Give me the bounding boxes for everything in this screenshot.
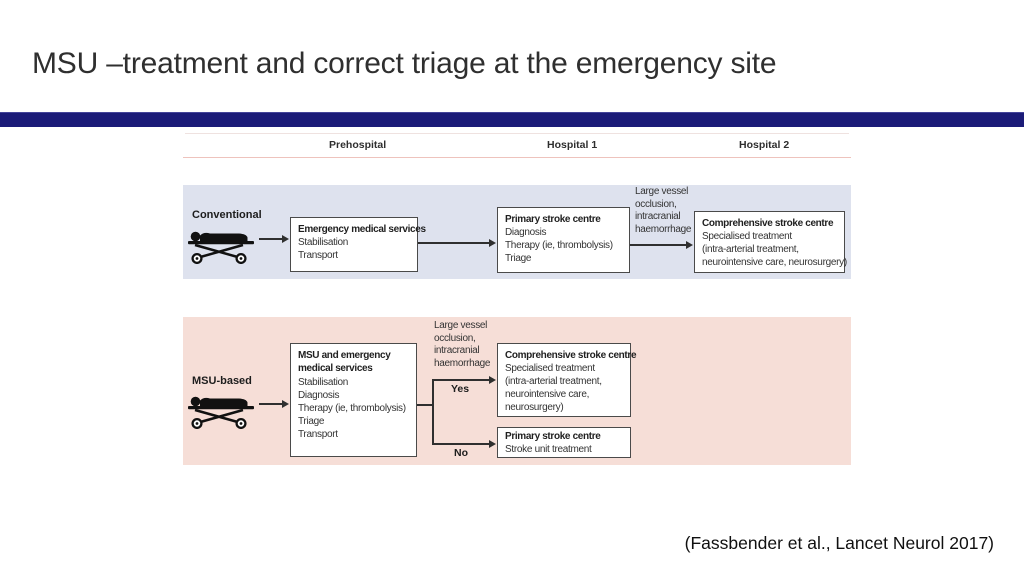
box-line: Therapy (ie, thrombolysis) <box>298 403 406 414</box>
box-line: Triage <box>298 416 325 427</box>
msu-box-title-line: medical services <box>298 363 373 374</box>
primary-stroke-centre-box: Primary stroke centre Stroke unit treatm… <box>497 427 631 458</box>
primary-stroke-centre-box: Primary stroke centre Diagnosis Therapy … <box>497 207 630 273</box>
branch-no-label: No <box>454 447 468 459</box>
accent-bar <box>0 112 1024 127</box>
box-line: neurointensive care, neurosurgery) <box>702 257 847 268</box>
box-line: (intra-arterial treatment, <box>702 244 799 255</box>
comprehensive-stroke-centre-box: Comprehensive stroke centre Specialised … <box>497 343 637 417</box>
box-line: neurosurgery) <box>505 402 564 413</box>
msu-box-title-line: MSU and emergency <box>298 350 391 361</box>
stretcher-patient-icon <box>188 231 254 264</box>
lvo-condition-label: Large vessel occlusion, intracranial hae… <box>635 186 692 235</box>
box-line: Stabilisation <box>298 237 349 248</box>
figure-header-rule <box>183 157 851 158</box>
primary-box-title: Primary stroke centre <box>505 431 601 442</box>
arrow-right-icon <box>282 400 289 408</box>
stretcher-patient-icon <box>188 396 254 429</box>
arrow-right-icon <box>282 235 289 243</box>
box-line: Transport <box>298 250 338 261</box>
ems-box: Emergency medical services Stabilisation… <box>290 217 426 272</box>
box-line: Therapy (ie, thrombolysis) <box>505 240 613 251</box>
figure-top-rule <box>185 133 849 134</box>
arrow-right-icon <box>686 241 693 249</box>
box-line: Stabilisation <box>298 377 349 388</box>
box-line: neurointensive care, <box>505 389 590 400</box>
lvo-condition-label: Large vessel occlusion, intracranial hae… <box>434 320 491 369</box>
column-header-hospital2: Hospital 2 <box>739 139 790 151</box>
box-line: Triage <box>505 253 532 264</box>
box-line: Specialised treatment <box>702 231 792 242</box>
branch-yes-label: Yes <box>451 383 470 395</box>
ems-box-title: Emergency medical services <box>298 224 426 235</box>
box-line: Transport <box>298 429 338 440</box>
box-line: Stroke unit treatment <box>505 444 592 455</box>
citation-text: (Fassbender et al., Lancet Neurol 2017) <box>684 533 994 553</box>
primary-box-title: Primary stroke centre <box>505 214 601 225</box>
flow-line <box>259 403 283 405</box>
flow-line <box>432 443 490 445</box>
comprehensive-box-title: Comprehensive stroke centre <box>702 218 834 229</box>
comprehensive-stroke-centre-box: Comprehensive stroke centre Specialised … <box>694 211 847 273</box>
branch-line <box>432 379 434 444</box>
flow-line <box>432 379 490 381</box>
conventional-row-label: Conventional <box>192 209 262 221</box>
arrow-right-icon <box>489 440 496 448</box>
msu-row-label: MSU-based <box>192 375 252 387</box>
box-line: (intra-arterial treatment, <box>505 376 602 387</box>
flow-line <box>630 244 687 246</box>
msu-ems-box: MSU and emergency medical services Stabi… <box>290 343 417 457</box>
arrow-right-icon <box>489 376 496 384</box>
box-line: Specialised treatment <box>505 363 595 374</box>
flow-line <box>417 404 434 406</box>
column-header-hospital1: Hospital 1 <box>547 139 598 151</box>
page-title: MSU –treatment and correct triage at the… <box>32 47 777 80</box>
triage-flow-diagram: Prehospital Hospital 1 Hospital 2 Conven… <box>183 130 851 476</box>
box-line: Diagnosis <box>298 390 340 401</box>
flow-line <box>259 238 283 240</box>
column-header-prehospital: Prehospital <box>329 139 387 151</box>
arrow-right-icon <box>489 239 496 247</box>
comprehensive-box-title: Comprehensive stroke centre <box>505 350 637 361</box>
box-line: Diagnosis <box>505 227 547 238</box>
flow-line <box>418 242 490 244</box>
